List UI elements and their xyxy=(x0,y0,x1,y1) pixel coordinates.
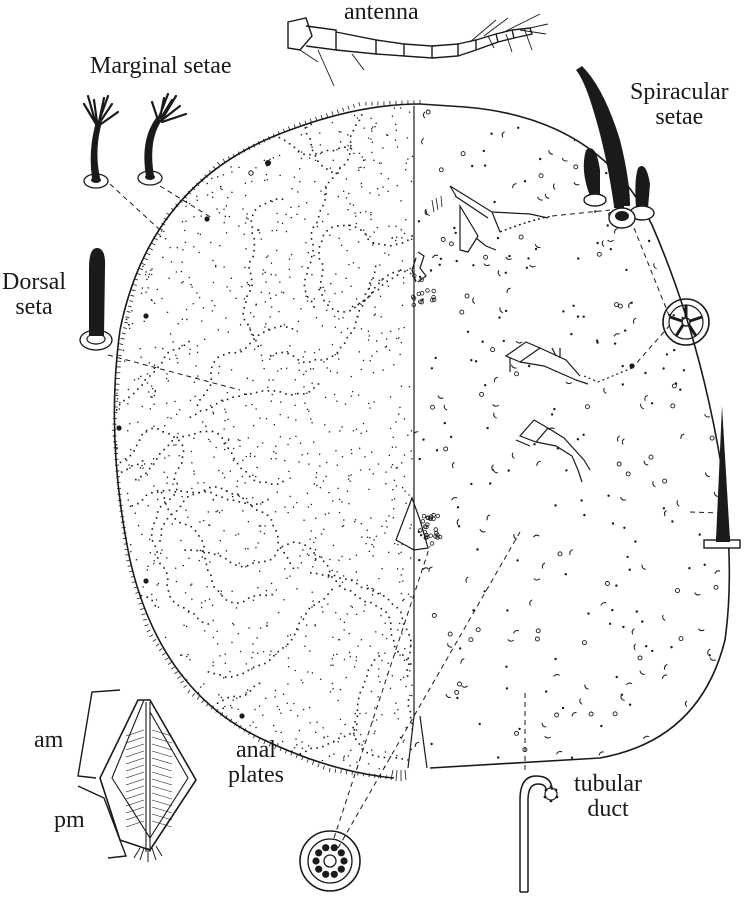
pore-detail-right xyxy=(663,299,709,345)
anal-plate-on-body xyxy=(396,498,428,550)
marginal-setae-figure xyxy=(84,94,186,188)
label-tubular-line1: tubular xyxy=(574,772,642,797)
label-marginal-setae: Marginal setae xyxy=(90,54,232,79)
callout-lines xyxy=(108,184,722,848)
hind-leg xyxy=(516,420,590,482)
marginal-dots xyxy=(116,160,634,719)
label-anal-line1: anal xyxy=(228,738,284,763)
label-dorsal-seta: Dorsal seta xyxy=(2,270,66,320)
label-spiracular-setae: Spiracular setae xyxy=(630,80,729,130)
anal-plates-figure xyxy=(78,690,196,862)
label-spiracular-line2: setae xyxy=(630,105,729,130)
label-am: am xyxy=(34,728,63,753)
tubular-duct-figure xyxy=(520,776,558,892)
label-tubular-line2: duct xyxy=(574,797,642,822)
label-tubular-duct: tubular duct xyxy=(574,772,642,822)
marginal-bristles xyxy=(112,100,420,779)
label-pm: pm xyxy=(54,808,85,833)
label-dorsal-line1: Dorsal xyxy=(2,270,66,295)
dorsal-seta-figure xyxy=(80,248,112,350)
label-spiracular-line1: Spiracular xyxy=(630,80,729,105)
label-antenna: antenna xyxy=(344,0,419,25)
antenna-on-body xyxy=(432,186,548,252)
pore-detail-bottom xyxy=(300,831,360,891)
middle-leg xyxy=(506,342,632,384)
label-anal-line2: plates xyxy=(228,763,284,788)
label-anal-plates: anal plates xyxy=(228,738,284,788)
pore-clusters xyxy=(411,274,442,545)
label-dorsal-line2: seta xyxy=(2,295,66,320)
